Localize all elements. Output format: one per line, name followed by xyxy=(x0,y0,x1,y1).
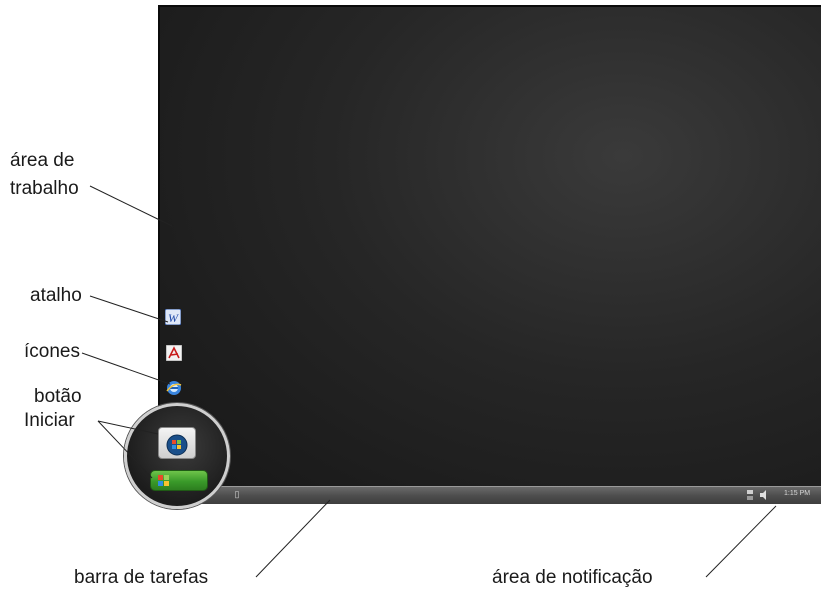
desktop-label-line1: área de xyxy=(10,150,75,171)
quick-launch-icon[interactable]: ▯ xyxy=(234,489,240,499)
desktop[interactable] xyxy=(158,5,821,504)
internet-explorer-icon[interactable] xyxy=(166,380,182,396)
start-button-classic[interactable] xyxy=(150,470,208,491)
start-label-line2: Iniciar xyxy=(24,410,75,431)
word-icon[interactable]: W xyxy=(164,308,182,326)
start-button-vista[interactable] xyxy=(158,427,196,459)
svg-text:W: W xyxy=(168,311,179,325)
clock[interactable]: 1:15 PM xyxy=(784,490,811,497)
start-label-line1: botão xyxy=(34,386,82,407)
taskbar-label: barra de tarefas xyxy=(74,567,209,588)
desktop-label-line2: trabalho xyxy=(10,178,79,199)
start-button-zoom xyxy=(124,403,230,509)
icons-label: ícones xyxy=(24,341,80,362)
shortcut-label: atalho xyxy=(30,285,82,306)
notification-area-label: área de notificação xyxy=(492,567,653,588)
acrobat-icon[interactable] xyxy=(165,344,183,362)
taskbar[interactable] xyxy=(158,486,821,504)
volume-icon[interactable] xyxy=(759,488,769,500)
network-icon[interactable] xyxy=(745,488,755,500)
